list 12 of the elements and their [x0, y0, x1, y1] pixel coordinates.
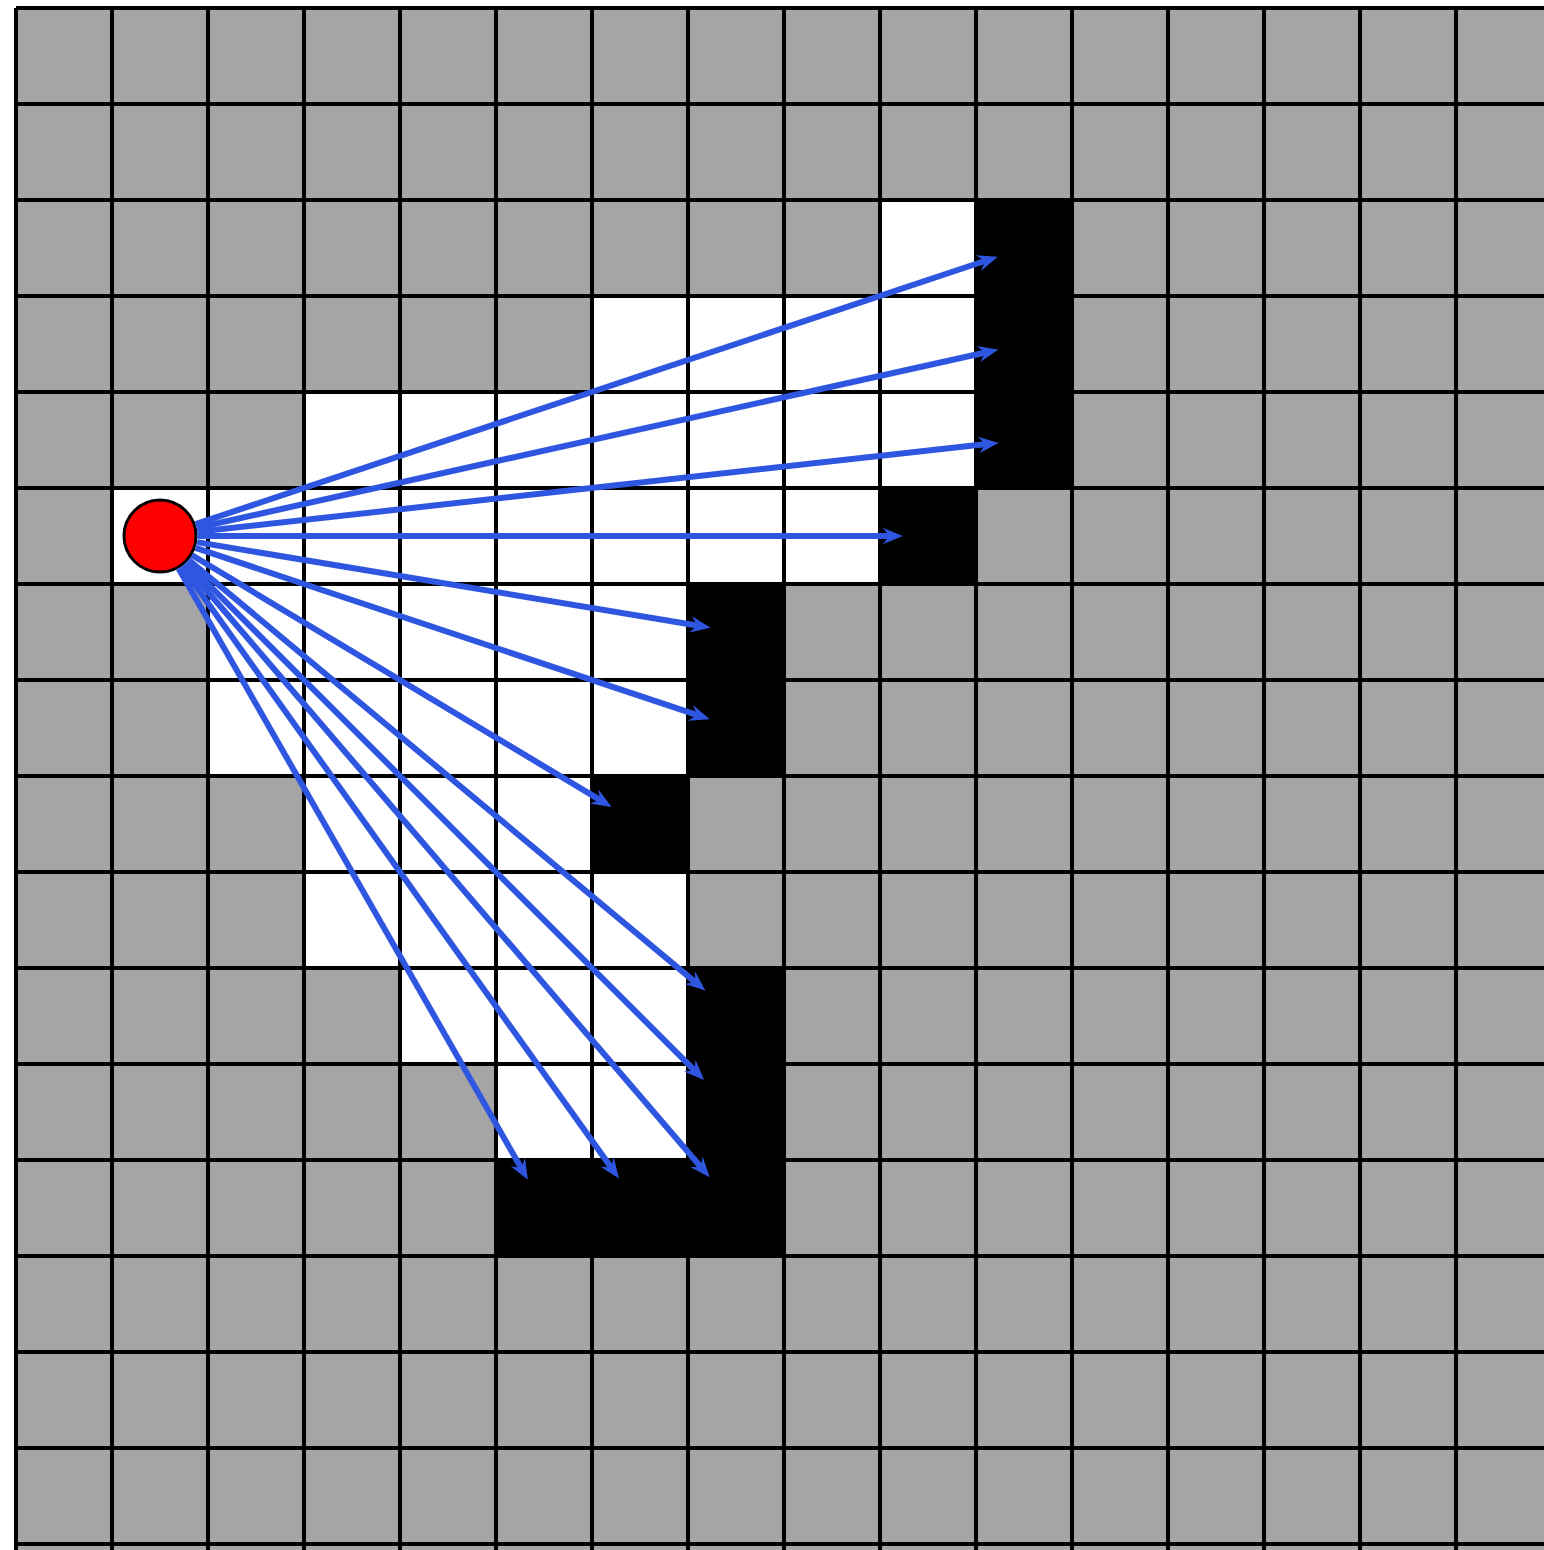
- wall-cell: [975, 295, 1073, 393]
- wall-cell: [687, 1063, 785, 1161]
- wall-cell: [495, 1159, 593, 1257]
- wall-cell: [975, 199, 1073, 297]
- wall-cell: [687, 583, 785, 681]
- wall-cell: [975, 391, 1073, 489]
- wall-cell: [591, 1159, 689, 1257]
- wall-cell: [591, 775, 689, 873]
- wall-cell: [879, 487, 977, 585]
- wall-cell: [687, 679, 785, 777]
- wall-cell: [687, 1159, 785, 1257]
- wall-cell: [687, 967, 785, 1065]
